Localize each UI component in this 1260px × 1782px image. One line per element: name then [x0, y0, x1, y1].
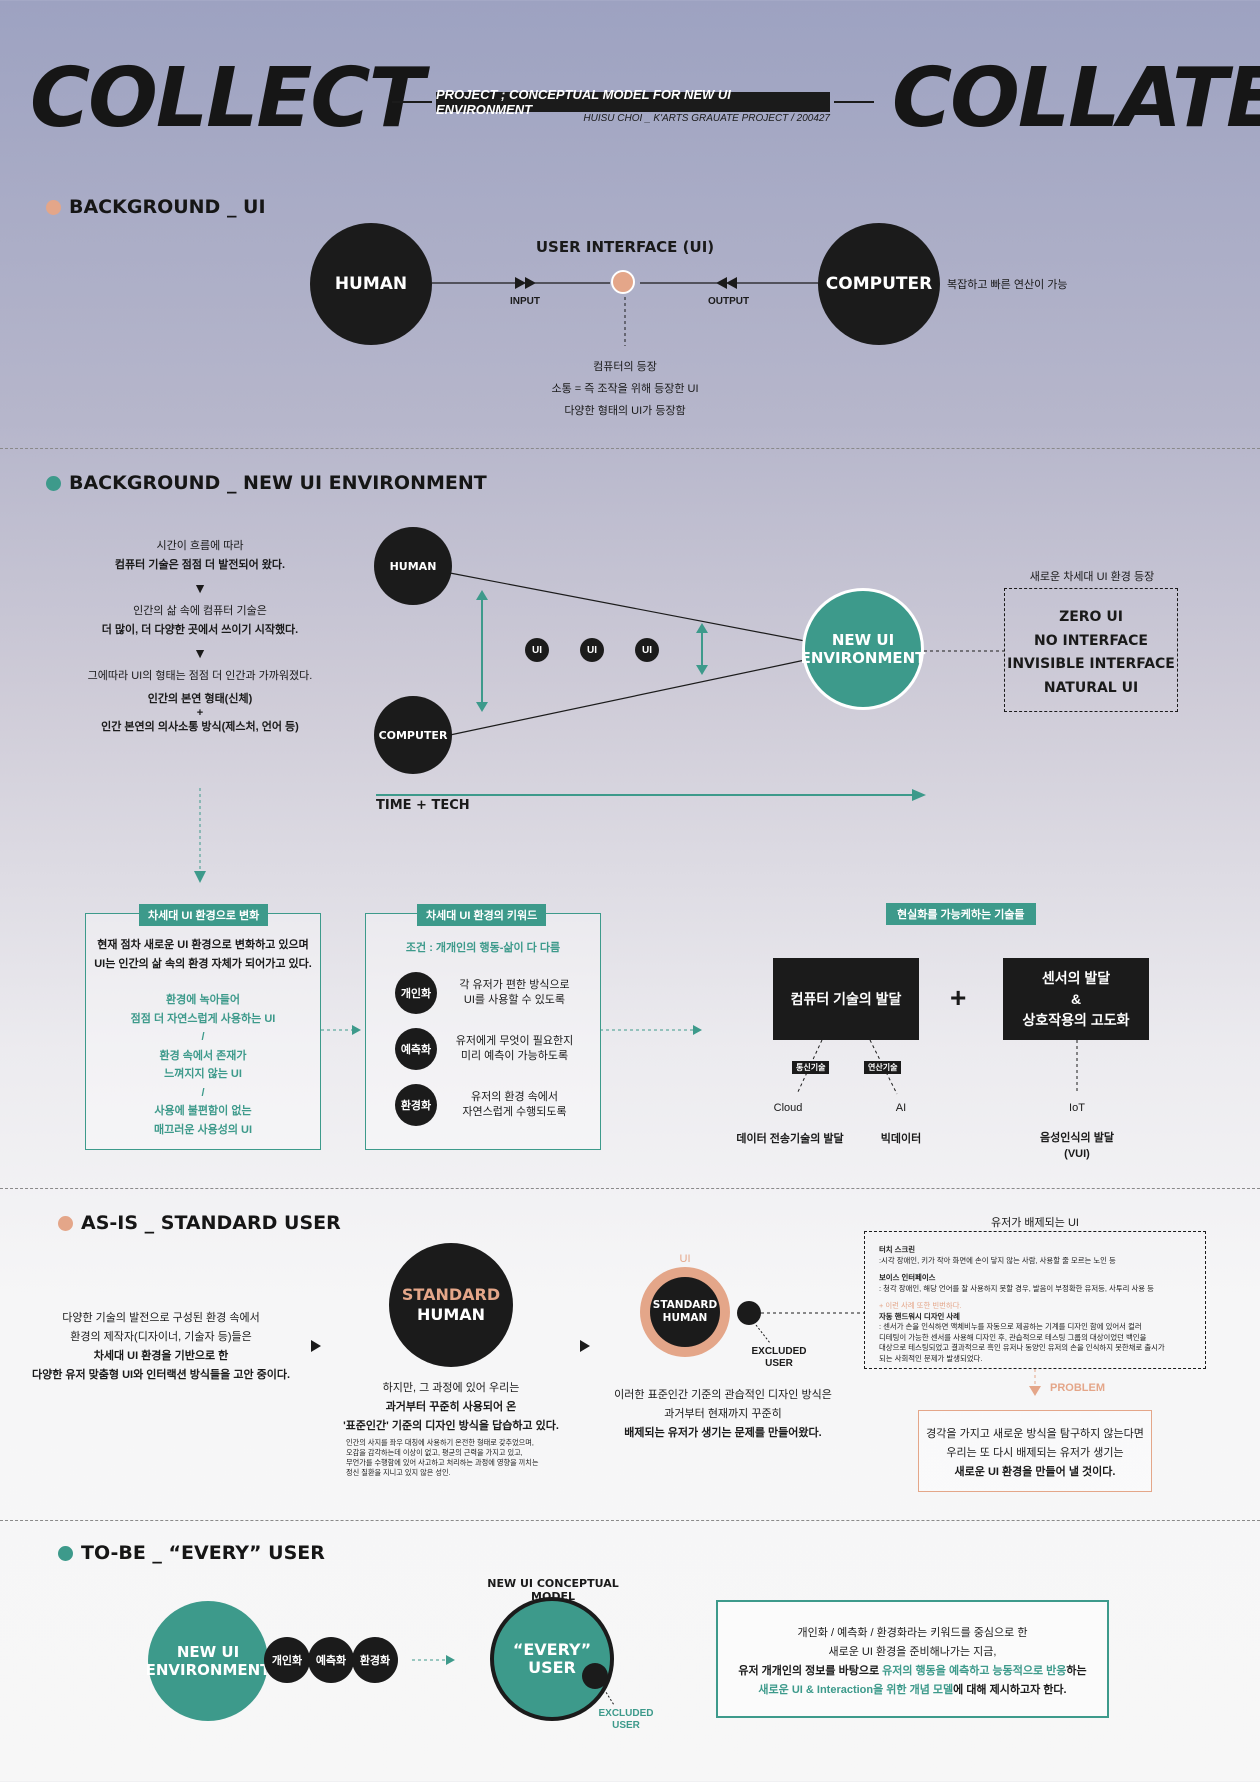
section-dot-icon [58, 1215, 73, 1231]
next-gen-change-text: 현재 점차 새로운 UI 환경으로 변화하고 있으며 UI는 인간의 삶 속의 … [94, 939, 312, 970]
human-circle: HUMAN [310, 223, 432, 345]
excluded-user-dot-inside [582, 1663, 608, 1689]
ui-notes: 컴퓨터의 등장 소통 = 즉 조작을 위해 등장한 UI 다양한 형태의 UI가… [551, 361, 699, 417]
box-connectors [321, 1025, 702, 1035]
bigdata-label: 빅데이터 [880, 1133, 922, 1145]
ui-bubble-3: UI [635, 638, 659, 662]
new-env-label: 새로운 차세대 UI 환경 등장 [1029, 571, 1155, 583]
section-dot-icon [46, 199, 61, 215]
problem-arrow [1029, 1369, 1041, 1396]
ui-bubble-2: UI [580, 638, 604, 662]
standard-human-small: STANDARD HUMAN [650, 1277, 720, 1347]
input-label: INPUT [510, 296, 540, 307]
section-title-background-ui: BACKGROUND _ UI [46, 196, 266, 218]
standard-problem-text: 이러한 표준인간 기준의 관습적인 디자인 방식은 과거부터 현재까지 꾸준히 … [614, 1389, 832, 1439]
computer-note: 복잡하고 빠른 연산이 가능 [947, 279, 1068, 291]
model-summary-box: 개인화 / 예측화 / 환경화라는 키워드를 중심으로 한 새로운 UI 환경을… [716, 1600, 1109, 1718]
tag-computation: 연산기술 [864, 1061, 902, 1074]
section-dot-icon [46, 475, 61, 491]
keyword-predict-bubble: 예측화 [308, 1637, 354, 1683]
problem-box: 경각을 가지고 새로운 방식을 탐구하지 않는다면 우리는 또 다시 배제되는 … [918, 1410, 1152, 1492]
keyword-predict: 예측화 [395, 1028, 437, 1070]
enabling-tech-label: 현실화를 가능케하는 기술들 [886, 903, 1036, 925]
title-collect: COLLECT [30, 51, 425, 146]
computer-tech-box: 컴퓨터 기술의 발달 [773, 958, 919, 1040]
section-divider [0, 1520, 1260, 1521]
as-is-intro: 다양한 기술의 발전으로 구성된 환경 속에서 환경의 제작자(디자이너, 기술… [31, 1312, 291, 1381]
ui-types-box: ZERO UI NO INTERFACE INVISIBLE INTERFACE… [1004, 588, 1178, 712]
problem-label: PROBLEM [1050, 1382, 1105, 1394]
keyword-personalize: 개인화 [395, 972, 437, 1014]
keyword-condition: 조건 : 개개인의 행동-삶이 다 다름 [405, 942, 561, 954]
ui-flow-lines [432, 277, 818, 346]
section-divider [0, 1188, 1260, 1189]
project-title: PROJECT ; CONCEPTUAL MODEL FOR NEW UI EN… [436, 87, 830, 117]
next-gen-change-label: 차세대 UI 환경으로 변화 [139, 904, 269, 926]
computer-circle: COMPUTER [818, 223, 940, 345]
new-env-diagram-lines [194, 572, 1004, 883]
time-tech-axis-label: TIME + TECH [376, 798, 470, 813]
title-rule-right [834, 101, 874, 103]
title-rule-left [392, 101, 432, 103]
every-user-circle: “EVERY” USER [490, 1597, 614, 1721]
excluded-user-dot [737, 1301, 761, 1325]
ui-label: USER INTERFACE (UI) [535, 238, 715, 256]
author-line: HUISU CHOI _ K'ARTS GRAUATE PROJECT / 20… [583, 113, 830, 124]
excluded-connectors [755, 1312, 864, 1344]
tech-connectors [796, 1040, 1078, 1095]
human-circle-small: HUMAN [374, 527, 452, 605]
ai-label: AI [895, 1102, 907, 1114]
excluded-ui-title: 유저가 배제되는 UI [991, 1217, 1079, 1229]
computer-circle-small: COMPUTER [374, 696, 452, 774]
history-story: 시간이 흐름에 따라 컴퓨터 기술은 점점 더 발전되어 왔다. ▼ 인간의 삶… [87, 540, 313, 733]
output-label: OUTPUT [708, 296, 750, 307]
keyword-environment-bubble: 환경화 [352, 1637, 398, 1683]
title-collate: COLLATE [892, 51, 1260, 146]
data-transfer-label: 데이터 전송기술의 발달 [736, 1133, 844, 1145]
plus-sign: + [950, 982, 967, 1013]
ui-bubble-1: UI [525, 638, 549, 662]
section-dot-icon [58, 1545, 73, 1561]
standard-human-definition: 인간의 사지를 좌우 대칭에 사용하기 온전한 형태로 갖추었으며, 오감을 감… [346, 1438, 539, 1477]
ui-ring-label: UI [679, 1253, 691, 1265]
section-title-new-ui-environment: BACKGROUND _ NEW UI ENVIRONMENT [46, 472, 487, 494]
sensor-tech-box: 센서의 발달 & 상호작용의 고도화 [1003, 958, 1149, 1040]
next-gen-ui-qualities: 환경에 녹아들어 점점 더 자연스럽게 사용하는 UI / 환경 속에서 존재가… [130, 994, 276, 1136]
standard-human-text: 하지만, 그 과정에 있어 우리는 과거부터 꾸준히 사용되어 온 '표준인간'… [343, 1382, 559, 1432]
standard-human-circle: STANDARD HUMAN [389, 1243, 513, 1367]
section-title-standard-user: AS-IS _ STANDARD USER [58, 1212, 341, 1234]
voice-recognition-label: 음성인식의 발달(VUI) [1040, 1132, 1114, 1160]
excluded-connector-2 [603, 1688, 615, 1706]
next-gen-keyword-label: 차세대 UI 환경의 키워드 [417, 904, 547, 926]
excluded-ui-cases-box: 터치 스크린 :시각 장애인, 키가 작아 화면에 손이 닿지 않는 사람, 사… [864, 1231, 1206, 1369]
tag-communication: 통신기술 [792, 1061, 830, 1074]
iot-label: IoT [1069, 1102, 1085, 1114]
section-divider [0, 448, 1260, 449]
ui-node [611, 270, 635, 294]
as-is-arrows [311, 1340, 590, 1352]
new-ui-environment-circle-small: NEW UI ENVIRONMENT [146, 1601, 270, 1721]
model-arrow [412, 1655, 455, 1665]
section-title-every-user: TO-BE _ “EVERY” USER [58, 1542, 325, 1564]
keyword-environment: 환경화 [395, 1084, 437, 1126]
new-ui-environment-circle: NEW UI ENVIRONMENT [801, 588, 925, 710]
keyword-personalize-bubble: 개인화 [264, 1637, 310, 1683]
cloud-label: Cloud [773, 1102, 803, 1114]
